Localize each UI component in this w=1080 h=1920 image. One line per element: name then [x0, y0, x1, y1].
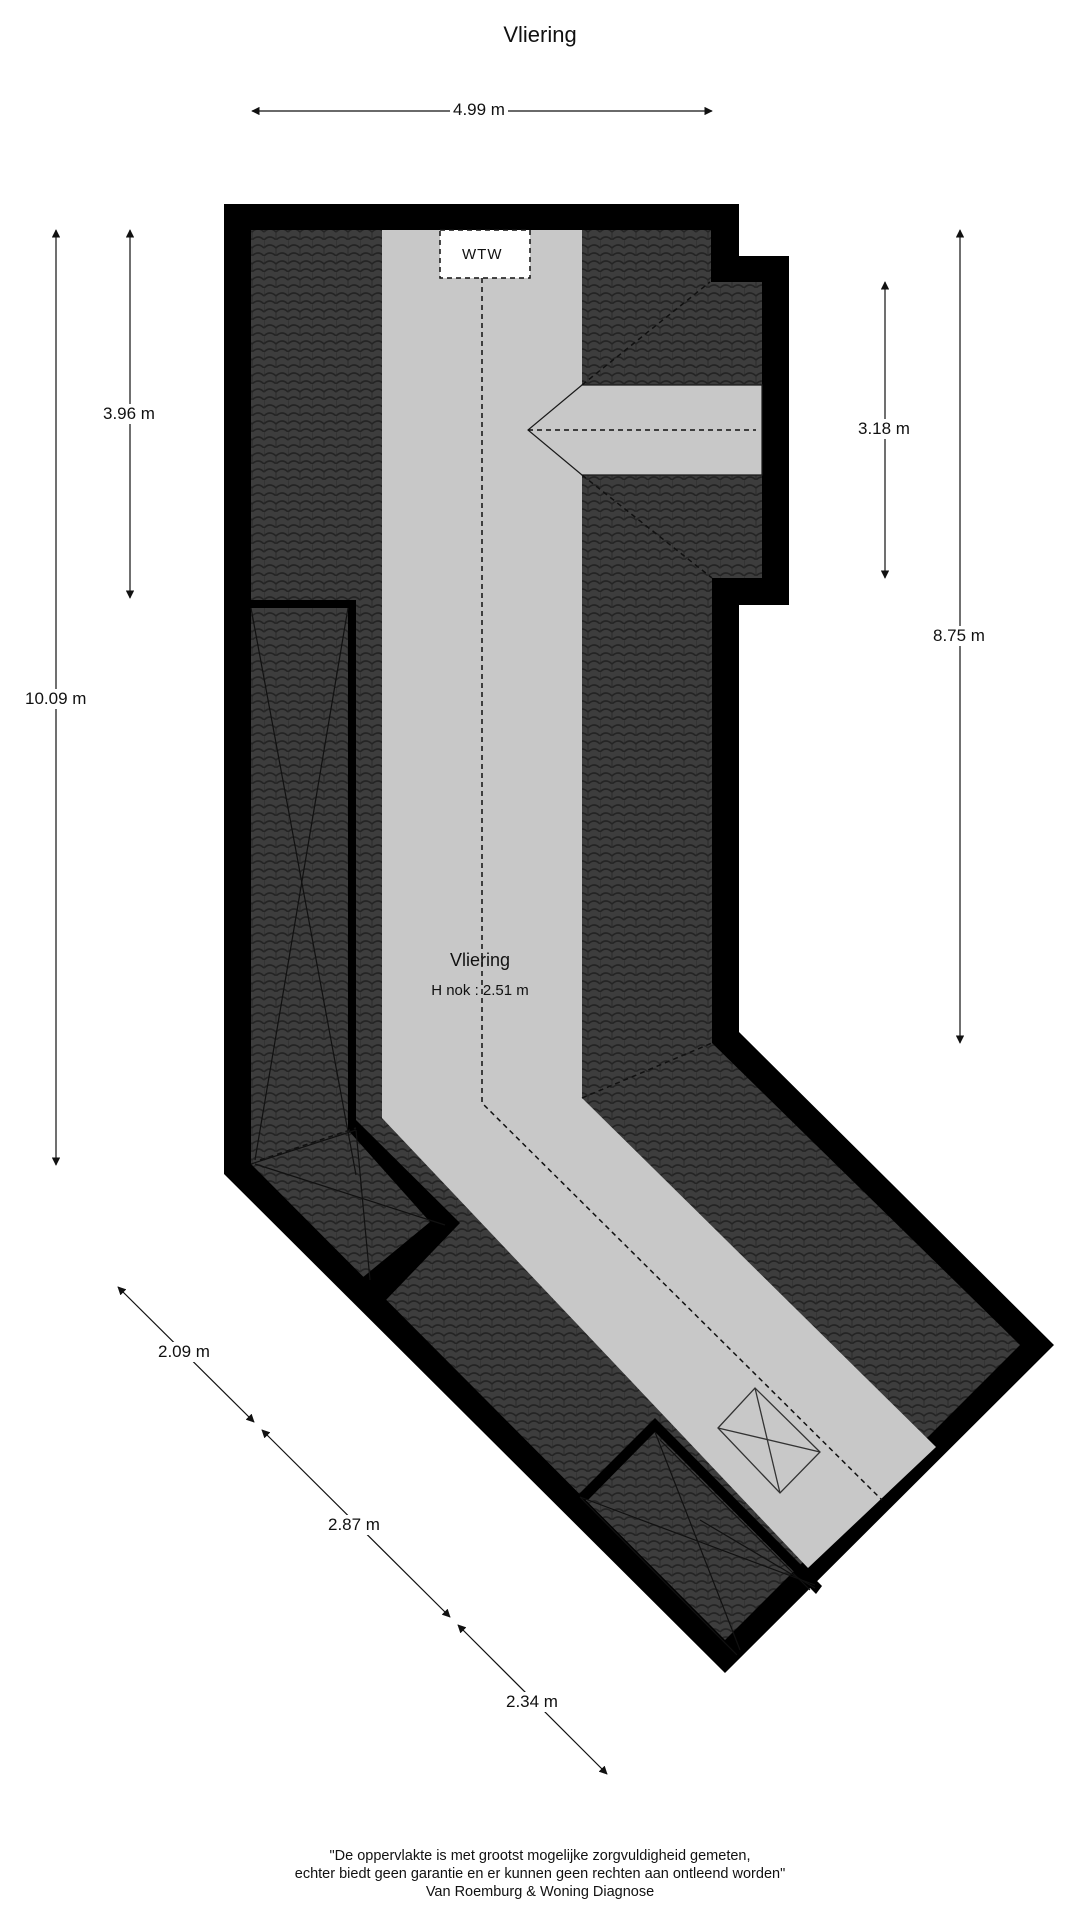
bottom-storage-cross — [579, 1431, 816, 1656]
room-name: Vliering — [449, 950, 511, 970]
disclaimer-line-1: "De oppervlakte is met grootst mogelijke… — [329, 1848, 751, 1864]
disclaimer: "De oppervlakte is met grootst mogelijke… — [0, 1847, 1080, 1901]
dim-right-dormer-label: 3.18 m — [855, 419, 913, 439]
wtw-unit-box — [439, 229, 531, 279]
ridge-height: H nok : 2.51 m — [431, 982, 529, 999]
roof-hatch — [717, 1387, 821, 1494]
floor-title: Vliering — [503, 22, 577, 47]
dim-left-upper-label: 3.96 m — [100, 404, 158, 424]
dim-right-total-label: 8.75 m — [930, 626, 988, 646]
dim-left-total-label: 10.09 m — [22, 689, 90, 709]
dim-top-width-label: 4.99 m — [450, 100, 508, 120]
floor-strip — [382, 230, 936, 1568]
dim-diag-3-label: 2.34 m — [503, 1692, 561, 1712]
disclaimer-line-2: echter biedt geen garantie en er kunnen … — [294, 1866, 786, 1882]
ridge-lines — [259, 278, 883, 1501]
dormer-outline — [527, 384, 763, 476]
dim-diag-1-label: 2.09 m — [155, 1342, 213, 1362]
wtw-label: WTW — [462, 246, 503, 263]
dim-diag-2-label: 2.87 m — [325, 1515, 383, 1535]
left-storage-wall — [251, 600, 460, 1300]
disclaimer-line-3: Van Roemburg & Woning Diagnose — [425, 1884, 655, 1900]
left-storage-cross — [250, 607, 446, 1281]
